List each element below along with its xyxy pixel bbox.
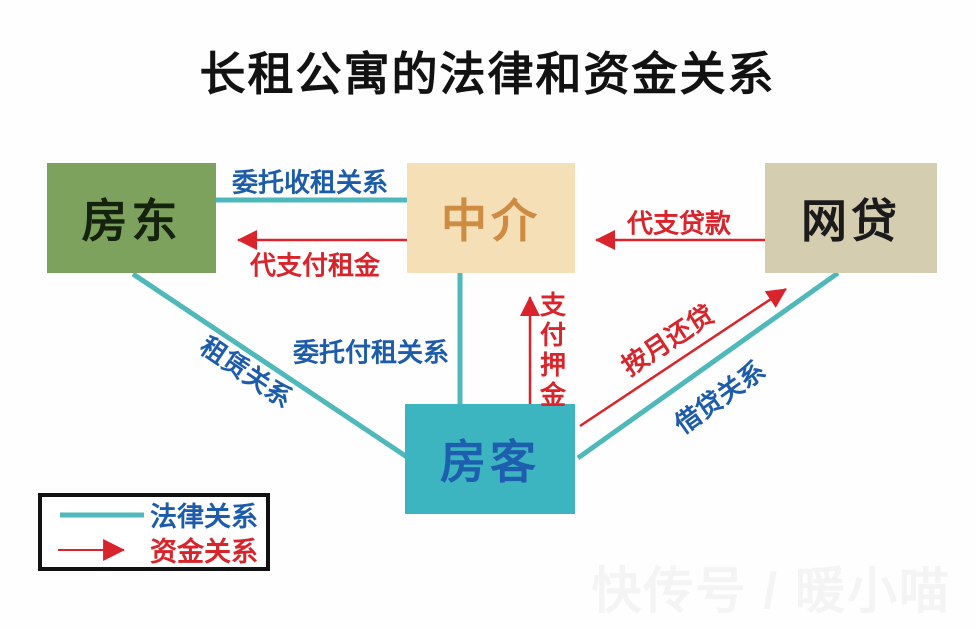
legend-row-fund: 资金关系 <box>56 533 266 567</box>
node-tenant-label: 房客 <box>440 436 540 488</box>
legal-line-sample-icon <box>60 512 144 517</box>
edge-label-pay-deposit: 支付押金 <box>536 291 567 411</box>
legend-fund-label: 资金关系 <box>150 537 258 567</box>
edge-label-pay-rent-on-behalf: 代支付租金 <box>249 250 381 281</box>
node-landlord-label: 房东 <box>81 195 182 247</box>
page-title: 长租公寓的法律和资金关系 <box>199 48 776 100</box>
node-landlord: 房东 <box>47 163 216 273</box>
edge-label-entrust-collect-rent: 委托收租关系 <box>231 167 389 198</box>
node-online-loan-label: 网贷 <box>801 195 901 247</box>
legend-legal-label: 法律关系 <box>150 502 258 532</box>
edge-label-entrust-pay-rent: 委托付租关系 <box>292 337 450 368</box>
node-agency-label: 中介 <box>441 195 541 247</box>
fund-arrow-monthly-repayment <box>579 287 787 428</box>
watermark-text: 快传号 / 暖小喵 <box>591 563 951 619</box>
legend: 法律关系 资金关系 <box>38 493 270 571</box>
legend-row-legal: 法律关系 <box>56 498 266 532</box>
edge-label-loan-paid-on-behalf: 代支贷款 <box>626 208 732 239</box>
fund-arrow-sample-icon <box>58 538 126 561</box>
legal-line-lease-relation <box>131 271 409 460</box>
node-agency: 中介 <box>407 163 575 273</box>
legal-line-loan-relation <box>576 270 840 461</box>
node-tenant: 房客 <box>405 404 575 514</box>
node-online-loan: 网贷 <box>765 163 937 273</box>
